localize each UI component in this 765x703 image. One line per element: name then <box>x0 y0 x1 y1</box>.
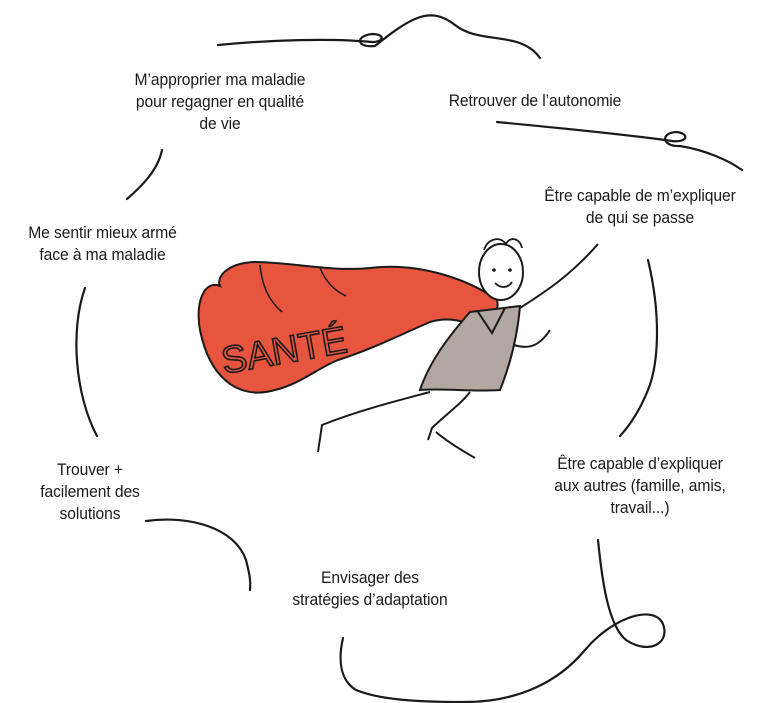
eye-right <box>508 268 512 272</box>
hair <box>483 238 523 251</box>
connector-right-top <box>495 120 744 172</box>
cape <box>197 260 499 394</box>
step-ownership: M’approprier ma maladie pour regagner en… <box>134 70 306 133</box>
collar <box>477 307 506 335</box>
smile <box>494 281 513 288</box>
connector-bottom-right <box>339 538 666 703</box>
step-strategies: Envisager des stratégies d’adaptation <box>292 568 448 609</box>
connector-left <box>75 286 99 438</box>
eye-left <box>492 268 496 272</box>
step-autonomy: Retrouver de l’autonomie <box>448 91 622 110</box>
arm-raised <box>519 243 599 309</box>
connector-right <box>618 258 659 438</box>
leg-front <box>427 391 476 459</box>
step-explain-self: Être capable de m’expliquer de qui se pa… <box>544 186 736 227</box>
head <box>478 243 524 301</box>
connector-top <box>216 14 542 60</box>
step-armed: Me sentir mieux armé face à ma maladie <box>28 223 177 264</box>
connector-bottom-left <box>144 518 252 592</box>
superhero-illustration: SANTÉ <box>197 238 599 459</box>
connector-left-top <box>125 148 164 201</box>
step-explain-others: Être capable d’expliquer aux autres (fam… <box>554 454 726 517</box>
leg-back <box>317 391 431 453</box>
step-solutions: Trouver + facilement des solutions <box>40 460 140 523</box>
arm-back <box>513 329 551 348</box>
cape-fold <box>259 264 347 313</box>
